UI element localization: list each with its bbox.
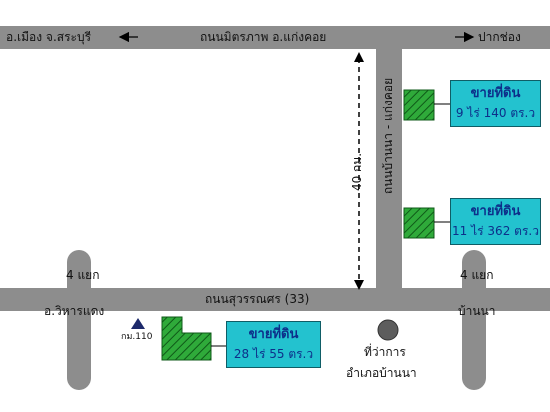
district-office-line2: อำเภอบ้านนา [346,366,417,380]
distance-arrow-down [354,280,364,290]
top-road-name: ถนนมิตรภาพ อ.แก่งคอย [200,30,327,44]
plot-3-title: ขายที่ดิน [248,327,299,342]
left-destination-label: อ.เมือง จ.สระบุรี [6,30,92,44]
plot-2-parcel [403,207,435,239]
left-junction-line2: อ.วิหารแดง [44,304,105,318]
right-junction-line2: บ้านนา [458,304,496,318]
road-mittraphap [0,26,550,49]
plot-3-label-box: ขายที่ดิน 28 ไร่ 55 ตร.ว [226,321,321,368]
plot-2-label-box: ขายที่ดิน 11 ไร่ 362 ตร.ว [450,198,541,245]
road-suwannason [0,288,550,311]
plot-1-size: 9 ไร่ 140 ตร.ว [455,106,536,120]
road-left-junction [67,250,91,390]
road-banna-kaengkhoi [376,49,402,288]
district-office-icon [377,319,399,341]
left-junction-line1: 4 แยก [66,268,100,282]
district-office-line1: ที่ว่าการ [364,345,406,359]
plot-3-size: 28 ไร่ 55 ตร.ว [233,347,314,361]
distance-arrow-up [354,52,364,62]
plot-1-title: ขายที่ดิน [470,86,521,101]
plot-3-parcel [161,316,212,361]
km-marker-label: กม.110 [121,332,153,342]
right-junction-line1: 4 แยก [460,268,494,282]
plot-1-label-box: ขายที่ดิน 9 ไร่ 140 ตร.ว [450,80,541,127]
right-destination-label: ปากช่อง [478,30,521,44]
plot-2-title: ขายที่ดิน [470,204,521,219]
plot-1-parcel [403,89,435,121]
bottom-road-name: ถนนสุวรรณศร (33) [205,292,310,306]
km-marker-icon [131,318,145,329]
plot-2-size: 11 ไร่ 362 ตร.ว [452,224,539,238]
distance-label: 40 กม. [350,152,364,192]
road-right-junction [462,250,486,390]
vertical-road-name: ถนนบ้านนา - แก่งคอย [381,77,395,195]
